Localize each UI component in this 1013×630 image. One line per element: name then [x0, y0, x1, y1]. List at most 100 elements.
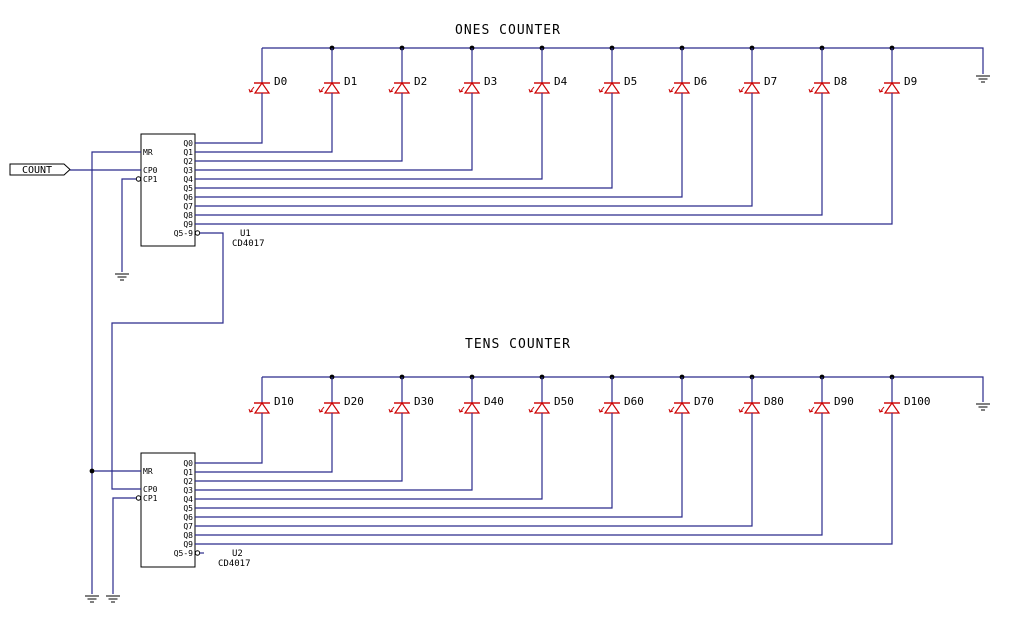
- diode-icon: [668, 401, 691, 414]
- diode-d60: D60: [598, 395, 644, 414]
- diode-arrowhead: [318, 88, 324, 93]
- diode-label: D0: [274, 75, 287, 88]
- diode-icon: [598, 81, 621, 94]
- diode-arrow: [599, 406, 605, 413]
- diode-d20: D20: [318, 395, 364, 414]
- diode-arrow: [249, 406, 255, 413]
- diode-label: D50: [554, 395, 574, 408]
- diode-arrowhead: [878, 408, 884, 413]
- diode-d100: D100: [878, 395, 931, 414]
- diode-arrowhead: [598, 88, 604, 93]
- diode-arrowhead: [808, 408, 814, 413]
- diode-arrow: [599, 86, 605, 93]
- u1-cp1-ground-wire: [121, 178, 136, 272]
- diode-triangle: [743, 401, 761, 414]
- diode-triangle: [883, 81, 901, 94]
- diode-d8: D8: [808, 75, 847, 94]
- u2-pin-cp0: CP0: [143, 485, 158, 494]
- diode-arrow: [669, 86, 675, 93]
- count-input-port: COUNT: [9, 163, 71, 176]
- ground-icon: [106, 595, 120, 603]
- tens-q7-wire: [195, 413, 753, 527]
- diode-icon: [808, 81, 831, 94]
- ground-icon: [976, 403, 990, 411]
- diode-arrowhead: [248, 408, 254, 413]
- diode-arrow: [739, 406, 745, 413]
- diode-triangle: [463, 81, 481, 94]
- tens-q9-wire: [195, 413, 893, 545]
- inverter-bubble: [194, 550, 201, 556]
- diode-arrow: [249, 86, 255, 93]
- tens-q2-wire: [195, 413, 403, 482]
- u2-pin-q0: Q0: [183, 459, 193, 468]
- diode-d4: D4: [528, 75, 568, 94]
- tens-q3-wire: [195, 413, 473, 491]
- ones-q7-wire: [195, 93, 753, 207]
- ones-q0-wire: [195, 93, 263, 144]
- diode-label: D30: [414, 395, 434, 408]
- diode-icon: [318, 401, 341, 414]
- diode-icon: [318, 81, 341, 94]
- tens-q8-wire: [195, 413, 823, 536]
- u1-pin-q4: Q4: [183, 175, 193, 184]
- diode-label: D60: [624, 395, 644, 408]
- diode-icon: [738, 81, 761, 94]
- diode-arrow: [319, 86, 325, 93]
- u2-pin-q5: Q5: [183, 504, 193, 513]
- u1-pin-q2: Q2: [183, 157, 193, 166]
- ones-q9-wire: [195, 93, 893, 225]
- diode-d7: D7: [738, 75, 777, 94]
- diode-triangle: [533, 81, 551, 94]
- u1-pin-q5: Q5: [183, 184, 193, 193]
- u1-pin-q3: Q3: [183, 166, 193, 175]
- u2-pin-cp1: CP1: [143, 494, 158, 503]
- u2-pin-q4: Q4: [183, 495, 193, 504]
- u1-pin-q9: Q9: [183, 220, 193, 229]
- diode-d30: D30: [388, 395, 434, 414]
- diode-triangle: [323, 401, 341, 414]
- count-input-label: COUNT: [22, 165, 52, 176]
- ones-bus-wire: [262, 47, 984, 74]
- u2-pin-q7: Q7: [183, 522, 193, 531]
- diode-label: D90: [834, 395, 854, 408]
- diode-triangle: [393, 81, 411, 94]
- diode-icon: [388, 81, 411, 94]
- diode-arrowhead: [738, 408, 744, 413]
- diode-triangle: [253, 401, 271, 414]
- u2-pin-q2: Q2: [183, 477, 193, 486]
- diode-arrowhead: [458, 88, 464, 93]
- u1-ref-label: U1: [240, 229, 251, 239]
- diode-label: D4: [554, 75, 568, 88]
- diode-label: D2: [414, 75, 427, 88]
- u1-pin-q5-9: Q5-9: [174, 229, 193, 238]
- diode-arrowhead: [388, 408, 394, 413]
- ones-q1-wire: [195, 93, 333, 153]
- diode-arrow: [809, 86, 815, 93]
- diode-label: D8: [834, 75, 847, 88]
- diode-arrowhead: [878, 88, 884, 93]
- u2-pin-q9: Q9: [183, 540, 193, 549]
- diode-arrow: [529, 406, 535, 413]
- ones-q6-wire: [195, 93, 683, 198]
- diode-icon: [878, 81, 901, 94]
- diode-icon: [458, 401, 481, 414]
- diode-d50: D50: [528, 395, 574, 414]
- ones-q2-wire: [195, 93, 403, 162]
- diode-arrow: [389, 406, 395, 413]
- u1-pin-q6: Q6: [183, 193, 193, 202]
- diode-arrowhead: [668, 408, 674, 413]
- diode-d0: D0: [248, 75, 287, 94]
- diode-arrowhead: [248, 88, 254, 93]
- u2-part-label: CD4017: [218, 559, 251, 569]
- diode-label: D9: [904, 75, 917, 88]
- tens-q1-wire: [195, 413, 333, 473]
- diode-arrowhead: [318, 408, 324, 413]
- diode-label: D70: [694, 395, 714, 408]
- diode-d70: D70: [668, 395, 714, 414]
- diode-triangle: [673, 401, 691, 414]
- diode-triangle: [393, 401, 411, 414]
- u2-pin-q3: Q3: [183, 486, 193, 495]
- mr-reset-wire: [91, 151, 141, 594]
